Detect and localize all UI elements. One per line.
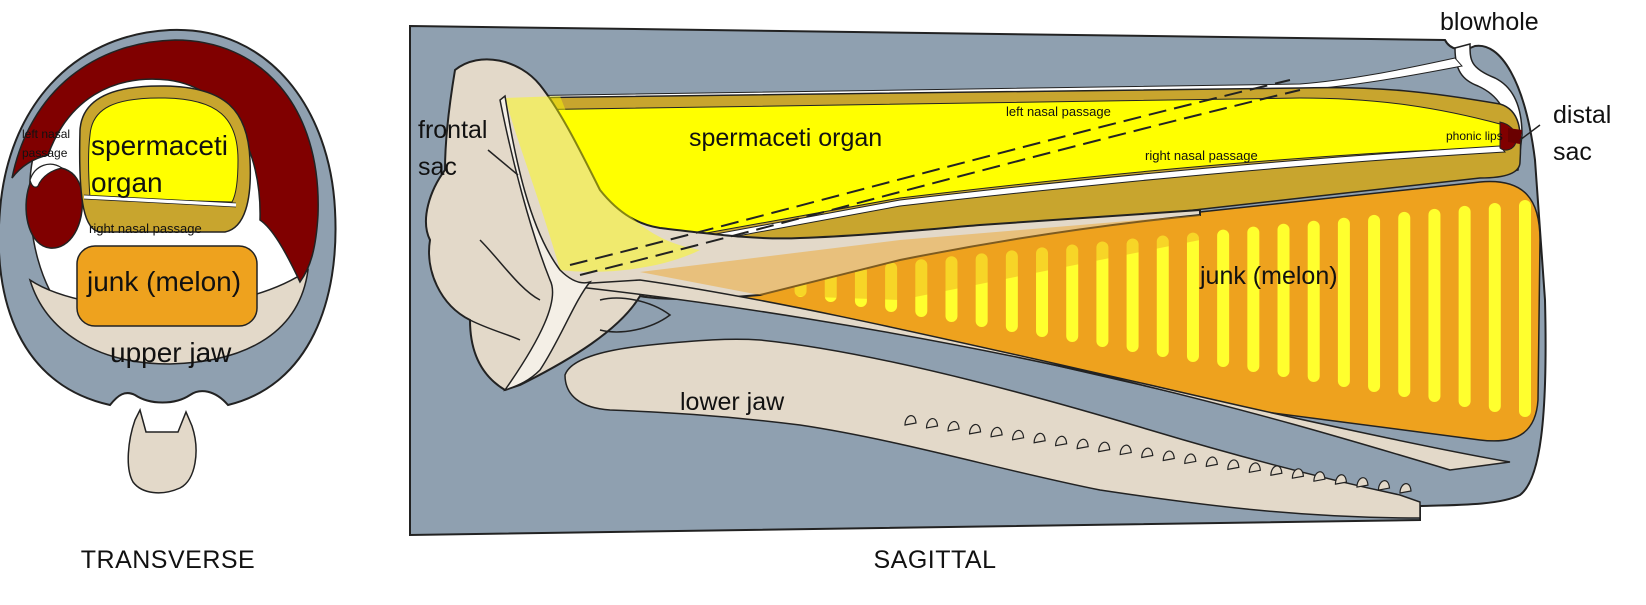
junk-stripe [1247,226,1260,372]
sagittal-distal-sac-label-1: distal [1553,101,1611,129]
sagittal-skull [425,58,1201,392]
tooth [1141,447,1154,459]
junk-stripe [854,265,867,307]
tooth [990,426,1003,438]
junk-stripe [1036,247,1049,337]
sagittal-skull-detail [469,239,672,341]
frontal-sac-leader [487,149,519,176]
tooth [968,423,982,435]
junk-stripe [885,262,898,312]
transverse-right-nasal-passage [83,195,237,207]
tooth [1119,444,1132,456]
tooth [1227,459,1240,471]
transverse-muscle-left [25,166,84,249]
sagittal-phonic-lips-label: phonic lips [1446,129,1503,143]
junk-stripe [1488,202,1501,412]
junk-stripe [1398,211,1411,397]
sagittal-spermaceti-label: spermaceti organ [689,124,882,152]
sagittal-caption: SAGITTAL [873,546,996,574]
sagittal-distal-sac-label-2: sac [1553,138,1592,166]
junk-stripe [945,256,958,322]
transverse-left-nasal-passage [29,163,64,188]
sagittal-phonic-lips [1508,128,1522,144]
sagittal-junk-label: junk (melon) [1199,262,1338,290]
transverse-junk [76,245,258,327]
junk-stripe [1066,244,1079,342]
tooth [925,418,939,429]
transverse-right-nasal-passage-outline [83,194,237,208]
tooth [1012,429,1025,441]
sagittal-frontal-sac-label-2: sac [418,153,457,181]
tooth [1055,435,1068,447]
tooth [1098,441,1111,453]
tooth [1076,438,1089,450]
sagittal-frontal-sac [499,94,593,392]
distal-sac-leader [1519,124,1541,141]
tooth [1291,468,1305,479]
sagittal-lower-jaw-label: lower jaw [680,388,785,416]
tooth [1205,456,1218,468]
tooth [1399,483,1412,494]
sagittal-frontal-sac-label-1: frontal [418,116,487,144]
sagittal-nasal-dashed-1 [579,89,1301,276]
sagittal-lower-jaw [564,338,1421,519]
tooth [1334,474,1348,485]
tooth [1162,450,1175,462]
tooth [1270,465,1283,476]
tooth [1248,462,1261,474]
junk-stripe [975,253,988,327]
transverse-section: left nasal passage spermaceti organ righ… [0,28,337,574]
transverse-caption: TRANSVERSE [81,546,255,574]
sagittal-upper-jaw [559,279,1511,471]
tooth [1184,453,1197,465]
sagittal-section: blowhole distal sac phonic lips frontal … [409,8,1611,574]
sagittal-right-nasal-passage-label: right nasal passage [1145,148,1258,163]
sagittal-teeth [904,415,1412,494]
sagittal-blowhole-label: blowhole [1440,8,1539,36]
transverse-spermaceti-label-2: organ [91,167,163,198]
tooth [1356,477,1369,488]
transverse-junk-label: junk (melon) [86,266,241,297]
tooth [1377,480,1391,491]
junk-stripe [1368,214,1381,392]
junk-stripe [1307,220,1320,382]
sagittal-junk-overlay [640,215,1200,300]
junk-stripe [1126,238,1139,352]
sagittal-nasal-dashed-2 [569,79,1291,266]
tooth [1033,432,1046,444]
transverse-upper-jaw-label: upper jaw [110,337,232,368]
sagittal-junk-stripes [704,200,1531,417]
transverse-spermaceti-label-1: spermaceti [91,130,228,161]
sagittal-left-nasal-passage-label: left nasal passage [1006,104,1111,119]
junk-stripe [1519,200,1531,417]
junk-stripe [1096,241,1109,347]
junk-stripe [1156,235,1169,357]
sagittal-spermaceti-overlay [505,96,700,272]
tooth [904,415,917,426]
junk-stripe [1428,208,1441,402]
junk-stripe [1186,232,1199,362]
junk-stripe [1337,217,1350,387]
tooth [1313,471,1326,482]
junk-stripe [915,259,928,317]
junk-stripe [1458,205,1471,407]
transverse-muscle [11,39,319,284]
transverse-spermaceti-organ [88,97,239,203]
transverse-left-nasal-passage-label-2: passage [22,146,68,160]
transverse-lower-jaw [127,407,197,494]
junk-stripe [1217,229,1230,367]
junk-stripe [1277,223,1290,377]
transverse-right-nasal-passage-label: right nasal passage [89,221,202,236]
junk-stripe [1005,250,1018,332]
transverse-left-nasal-passage-label-1: left nasal [22,127,70,141]
tooth [947,421,960,432]
